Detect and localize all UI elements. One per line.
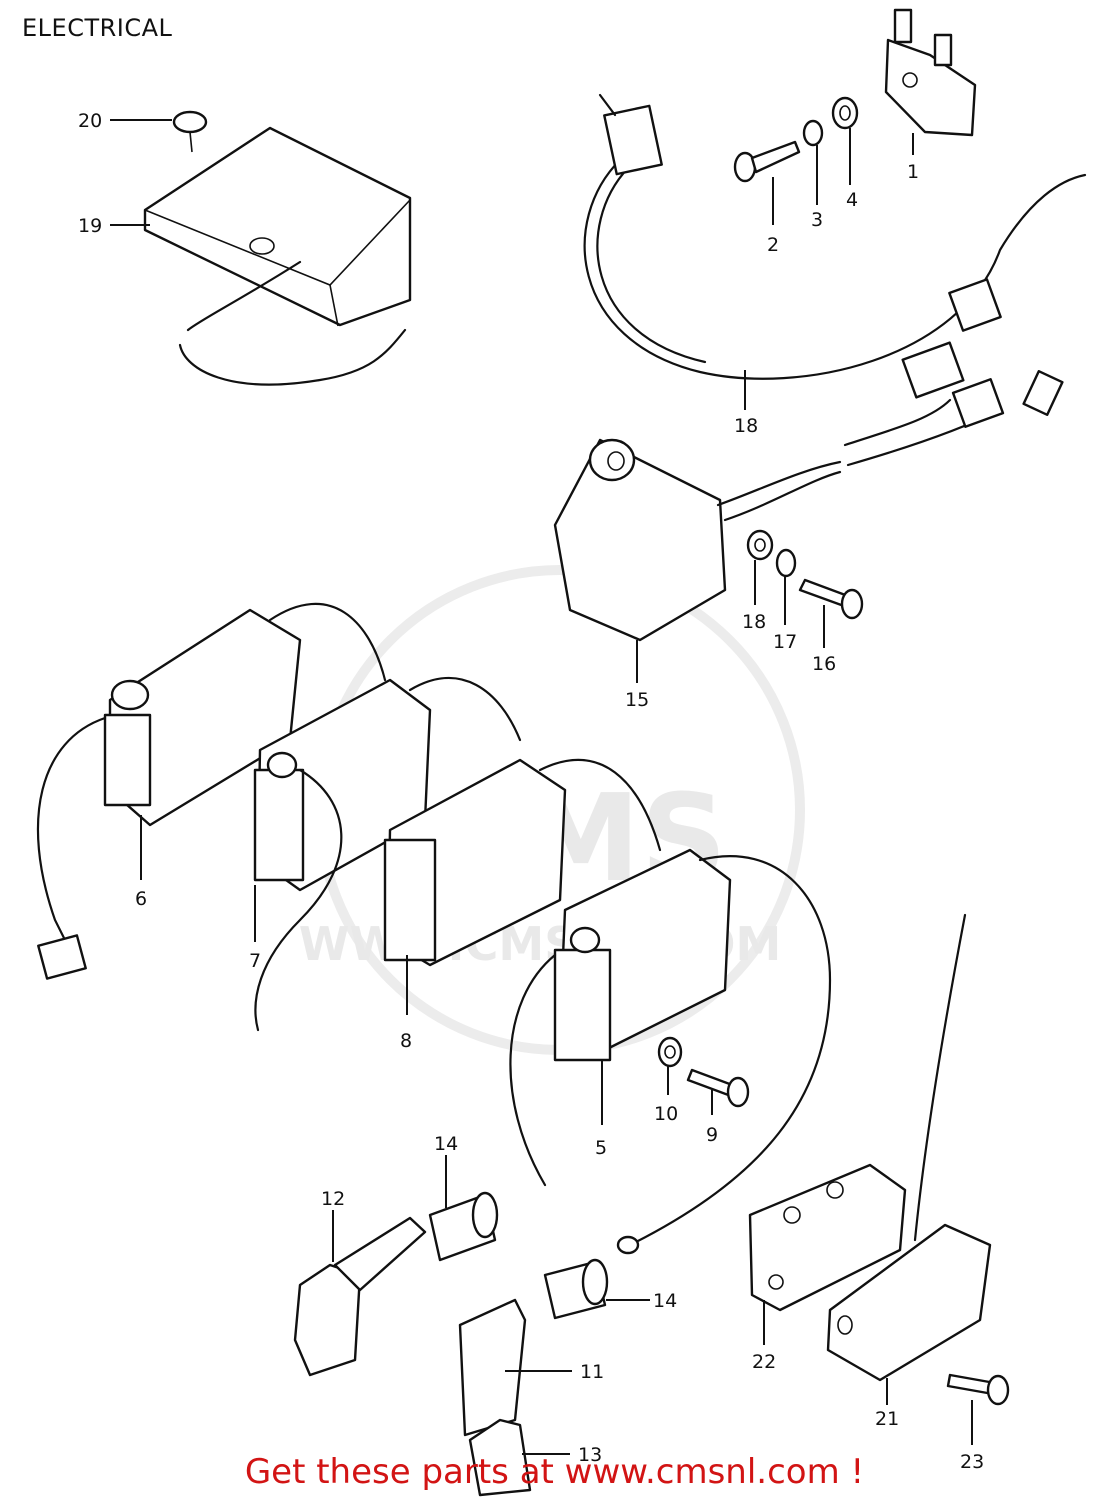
callout-15: 15 bbox=[625, 689, 649, 711]
part-7-coil bbox=[253, 677, 522, 1032]
page-title: ELECTRICAL bbox=[22, 14, 173, 42]
part-2-screw bbox=[733, 140, 801, 183]
part-11-plug-cap bbox=[458, 1298, 527, 1437]
part-3-lockwasher bbox=[802, 119, 824, 147]
part-14-seal-lower bbox=[543, 1258, 609, 1320]
callout-4: 4 bbox=[846, 189, 858, 211]
callout-3: 3 bbox=[811, 209, 823, 231]
part-9-screw bbox=[686, 1068, 750, 1108]
part-22-unit bbox=[826, 913, 992, 1382]
part-6-coil bbox=[36, 602, 387, 980]
callout-8: 8 bbox=[400, 1030, 412, 1052]
part-13-cover bbox=[468, 1418, 532, 1497]
part-19-harness bbox=[583, 93, 1087, 380]
callout-11: 11 bbox=[580, 1361, 604, 1383]
footer-link[interactable]: Get these parts at www.cmsnl.com ! bbox=[244, 1452, 865, 1492]
part-15-unit bbox=[553, 341, 1064, 642]
callout-7: 7 bbox=[249, 950, 261, 972]
callout-22: 21 bbox=[875, 1408, 899, 1430]
part-1-relay bbox=[884, 8, 977, 137]
part-8-coil bbox=[383, 758, 662, 967]
callout-2: 2 bbox=[767, 234, 779, 256]
callout-6: 6 bbox=[135, 888, 147, 910]
callout-labels: 20 19 1 2 3 4 18 15 18 17 16 6 7 8 5 10 … bbox=[78, 110, 984, 1473]
callout-20: 19 bbox=[78, 215, 102, 237]
part-20-box bbox=[143, 126, 412, 386]
callout-14-upper: 14 bbox=[434, 1133, 458, 1155]
callout-5: 5 bbox=[595, 1137, 607, 1159]
part-10-washer bbox=[657, 1036, 683, 1068]
part-17-lockwasher bbox=[775, 548, 797, 578]
callout-12: 12 bbox=[321, 1188, 345, 1210]
callout-23: 22 bbox=[752, 1351, 776, 1373]
callout-1: 1 bbox=[907, 161, 919, 183]
part-18-washer bbox=[746, 529, 774, 561]
part-23-plate bbox=[748, 1163, 907, 1312]
callout-24: 23 bbox=[960, 1451, 984, 1473]
callout-9: 9 bbox=[706, 1124, 718, 1146]
callout-17: 17 bbox=[773, 631, 797, 653]
callout-18: 18 bbox=[742, 611, 766, 633]
part-14-seal-upper bbox=[428, 1191, 499, 1262]
callout-21: 20 bbox=[78, 110, 102, 132]
part-24-screw bbox=[946, 1373, 1010, 1406]
part-12-plug-cap bbox=[293, 1216, 427, 1377]
part-4-washer bbox=[831, 96, 859, 130]
callout-16: 16 bbox=[812, 653, 836, 675]
part-21-screw bbox=[172, 110, 208, 153]
callout-14-lower: 14 bbox=[653, 1290, 677, 1312]
part-16-screw bbox=[798, 578, 864, 620]
callout-13: 13 bbox=[578, 1444, 602, 1466]
part-5-coil bbox=[509, 848, 832, 1255]
callout-10: 10 bbox=[654, 1103, 678, 1125]
leader-lines bbox=[110, 119, 973, 1455]
callout-19: 18 bbox=[734, 415, 758, 437]
